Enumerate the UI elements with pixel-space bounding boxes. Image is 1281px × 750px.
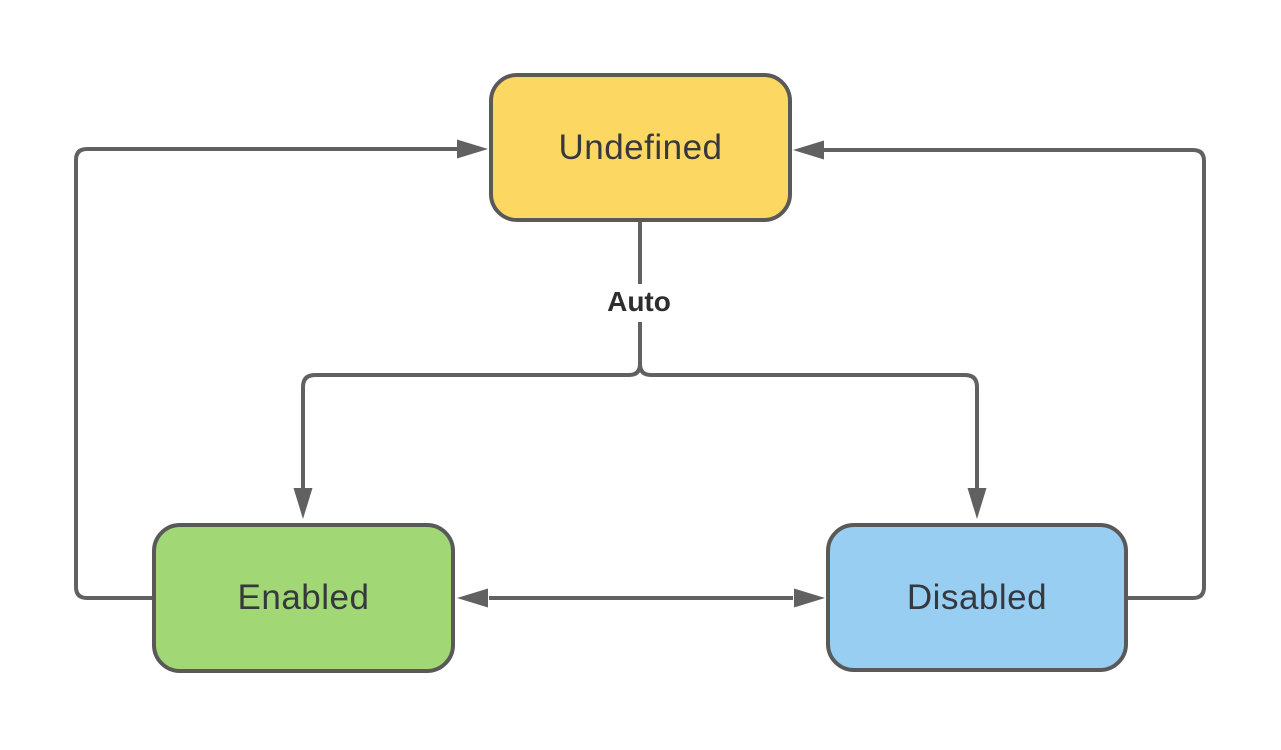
- arrowhead-left-icon: [457, 588, 488, 608]
- arrowhead-down-icon: [967, 488, 987, 519]
- arrowhead-down-icon: [293, 488, 313, 519]
- edge-label-auto: Auto: [596, 284, 682, 322]
- node-undefined: Undefined: [489, 73, 792, 222]
- node-enabled-label: Enabled: [237, 578, 370, 617]
- edge-enabled-to-undefined: [74, 139, 488, 600]
- arrowhead-right-icon: [794, 588, 825, 608]
- node-undefined-label: Undefined: [558, 127, 723, 167]
- edge-auto-to-enabled: [293, 350, 642, 519]
- node-enabled: Enabled: [152, 523, 455, 673]
- edge-disabled-to-undefined: [793, 140, 1206, 600]
- edge-enabled-disabled-bidirectional: [457, 588, 825, 608]
- node-disabled-label: Disabled: [906, 577, 1048, 617]
- node-disabled: Disabled: [826, 523, 1128, 672]
- arrowhead-right-icon: [457, 139, 488, 159]
- arrowhead-left-icon: [793, 140, 824, 160]
- edge-auto-to-disabled: [638, 350, 987, 519]
